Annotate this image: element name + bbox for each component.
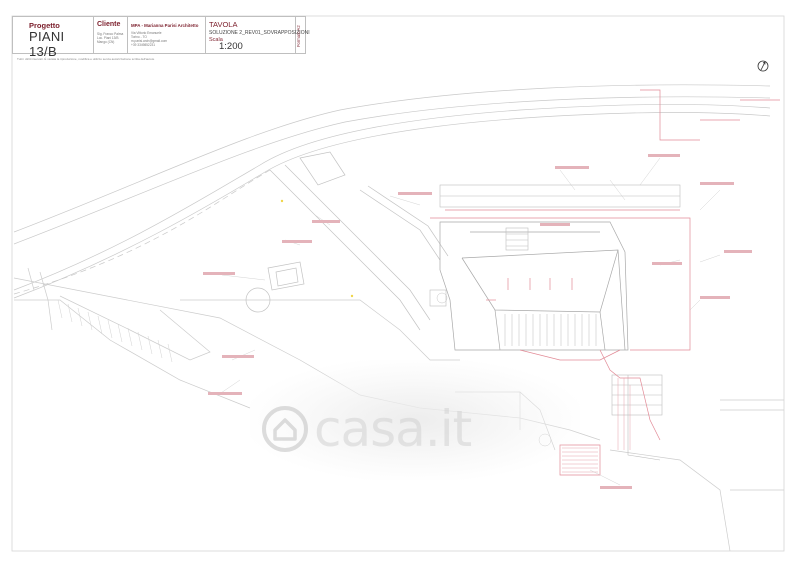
format-label: Formato A2 xyxy=(296,25,301,47)
title-cell-project: Progetto PIANI 13/B xyxy=(13,17,94,59)
title-cell-table: TAVOLA SOLUZIONE 2_REV01_SOVRAPPOSIZIONI… xyxy=(205,17,310,53)
scale-value: 1:200 xyxy=(219,41,243,52)
survey-markers xyxy=(280,199,354,298)
annotation-text xyxy=(203,154,752,489)
title-block: Progetto PIANI 13/B Cliente Sig. Franco … xyxy=(12,16,310,59)
road-lines xyxy=(13,84,771,299)
architect-line: m.parisi.arch@gmail.com xyxy=(131,39,168,43)
ramp-structures xyxy=(245,151,449,331)
copyright-note: Tutti i diritti riservati. È vietata la … xyxy=(17,57,155,61)
house-logo-icon xyxy=(262,406,308,452)
project-label: Progetto xyxy=(29,21,60,30)
north-arrow-icon xyxy=(757,60,769,72)
client-lines: Sig. Franco Palma Loc. Piani 13/B Mango … xyxy=(97,32,123,44)
title-cell-format: Formato A2 xyxy=(295,17,305,53)
parking-hatch xyxy=(57,299,173,363)
watermark-text: casa.it xyxy=(314,400,472,458)
terrace-structures xyxy=(429,184,681,461)
architect-line: Torino - TO xyxy=(131,35,147,39)
client-line: Sig. Franco Palma xyxy=(97,32,124,36)
architect-line: +39 3349852231 xyxy=(131,43,156,47)
client-line: Mango (CN) xyxy=(97,40,115,44)
table-label: TAVOLA xyxy=(209,20,238,29)
roof-stripes xyxy=(504,314,597,346)
architect-lines: Via Vittorio Emanuele Torino - TO m.pari… xyxy=(131,31,167,47)
project-name: PIANI 13/B xyxy=(29,29,65,59)
title-cell-client: Cliente Sig. Franco Palma Loc. Piani 13/… xyxy=(93,17,128,53)
architect-line: Via Vittorio Emanuele xyxy=(131,31,162,35)
architect-name: MPA - Marianna Parisi Architetto xyxy=(131,23,199,28)
client-label: Cliente xyxy=(97,21,121,28)
project-overlay xyxy=(430,89,780,476)
scale-label: Scala xyxy=(209,37,223,43)
main-building xyxy=(439,221,629,351)
client-line: Loc. Piani 13/B xyxy=(97,36,119,40)
title-cell-architect: MPA - Marianna Parisi Architetto Via Vit… xyxy=(127,17,206,53)
table-code: SOLUZIONE 2_REV01_SOVRAPPOSIZIONI xyxy=(209,30,310,36)
sheet-frame xyxy=(11,15,785,552)
watermark: casa.it xyxy=(262,398,542,460)
